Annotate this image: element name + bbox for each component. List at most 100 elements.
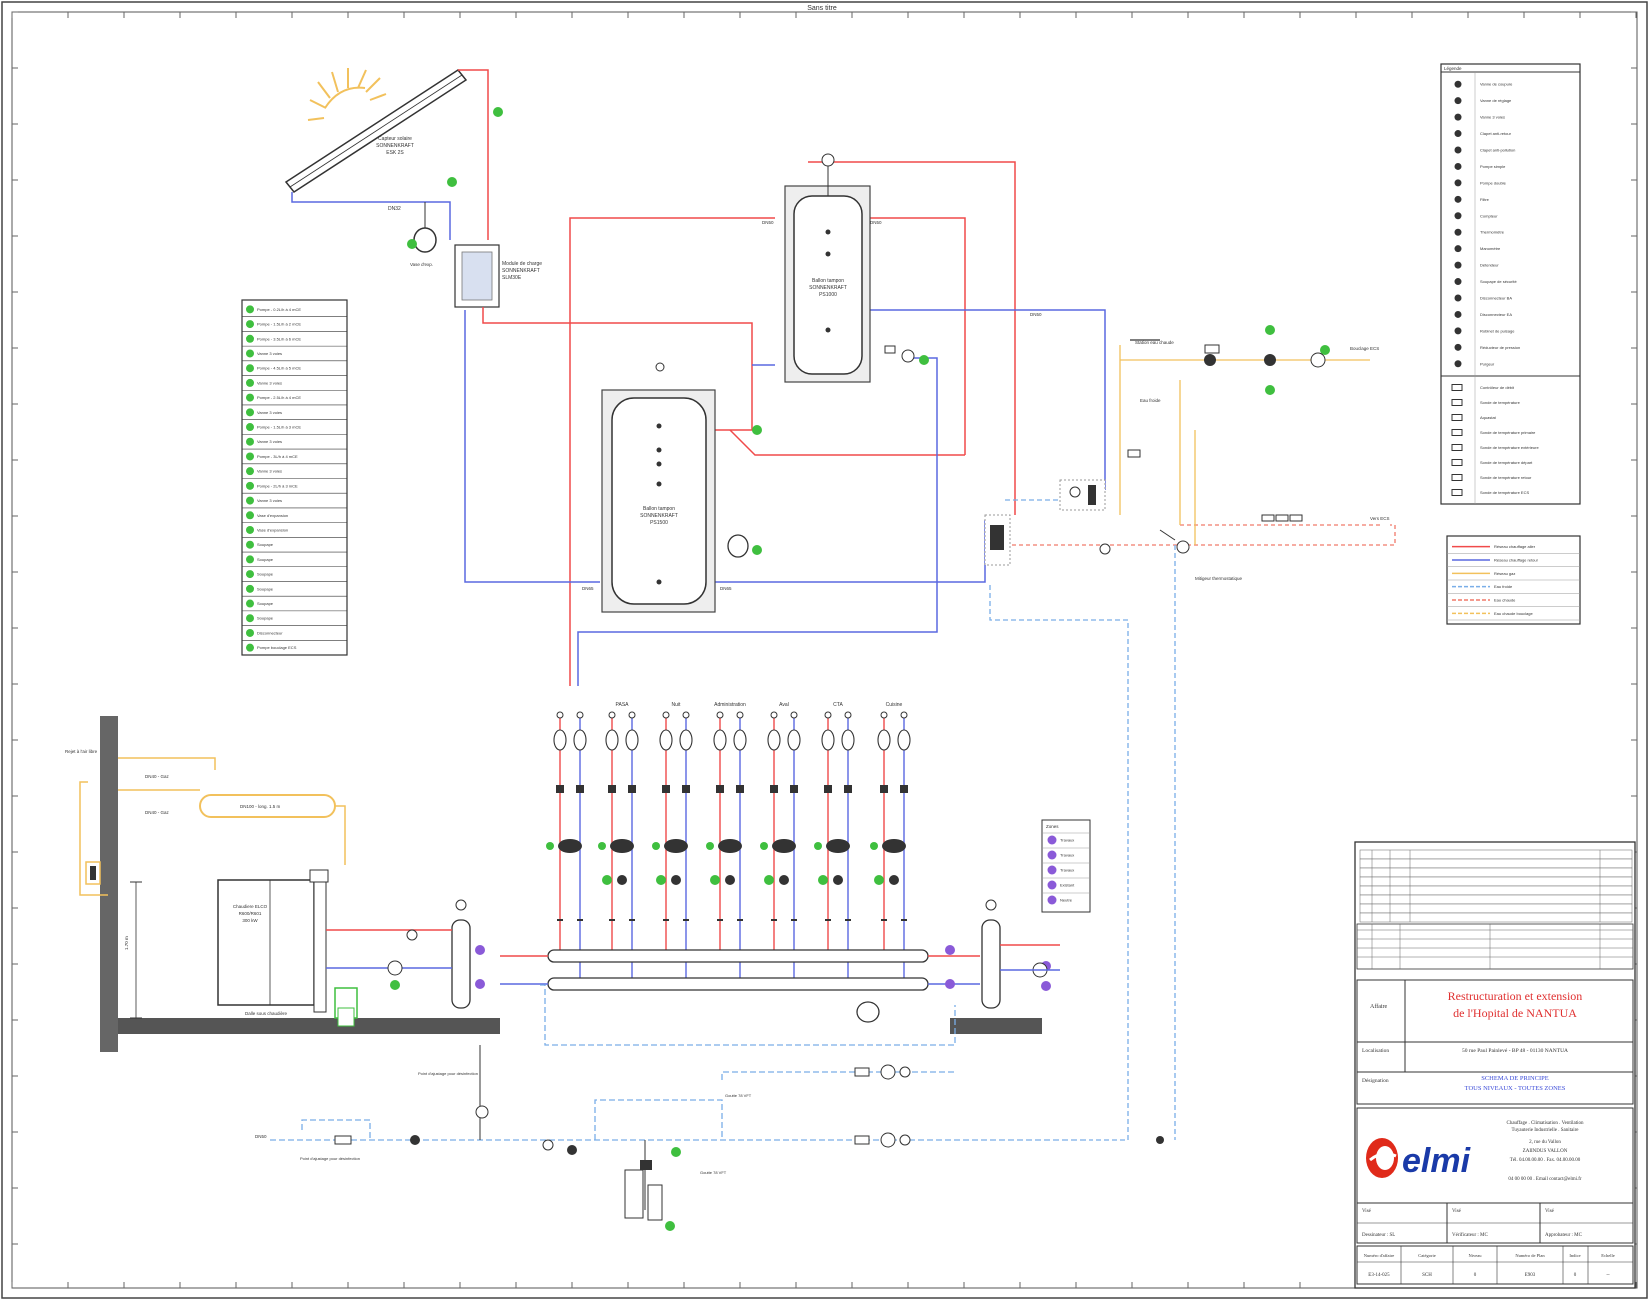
company-addr-1: 2, rue du Vallon: [1529, 1140, 1561, 1145]
zone-marker-icon: [1047, 895, 1057, 905]
footer-value-1: E3-14-025: [1368, 1273, 1390, 1278]
circuit-vent-icon: [900, 711, 908, 719]
circuit-status-icon: [814, 842, 822, 850]
circuit-valve-icon: [679, 729, 693, 751]
circuit-vent-icon: [736, 711, 744, 719]
solar-section: Capteur solaire SONNENKRAFT ESK 2S DN32 …: [284, 68, 542, 308]
zone-item-label: Neutre: [1060, 898, 1073, 903]
circuit-status-icon: [870, 842, 878, 850]
sensor-symbol-icon: [1451, 414, 1463, 421]
footer-headers: Numéro d'affaire Catégorie Niveau Numéro…: [1364, 1253, 1615, 1258]
equipment-row-label: Pompe - 1.5L/h à 3 mCE: [257, 425, 301, 430]
legend-item-label: Purgeur: [1480, 361, 1495, 366]
footer-value-5: 0: [1574, 1273, 1577, 1278]
legend-symbol-icon: [1454, 97, 1462, 105]
legend-item-label: Pompe simple: [1480, 164, 1506, 169]
tank-dn-label-5: DN65: [720, 586, 732, 591]
circuit-valve-icon: [787, 729, 801, 751]
boiler-gas-label-2: DN40 - Gaz: [145, 810, 170, 815]
solar-panel: [284, 69, 468, 193]
tank2-label-1: Ballon tampon: [643, 506, 675, 512]
company-addr-3: Tél. 04.00.00.00 . Fax. 04.00.00.00: [1510, 1158, 1581, 1163]
right-plinth: [950, 1018, 1042, 1034]
zone-marker-icon: [1047, 835, 1057, 845]
sun-icon: [307, 68, 387, 121]
circuit-valve-icon: [659, 729, 673, 751]
equipment-row-label: Pompe - 3L/h à 4 mCE: [257, 454, 298, 459]
solar-charge-module-inner: [461, 251, 493, 301]
equipment-marker-icon: [246, 481, 254, 490]
circuit-status-icon: [760, 842, 768, 850]
legend-symbol-icon: [1454, 146, 1462, 154]
line-legend-label: Eau froide: [1494, 584, 1513, 589]
circuit-thermometer-icon: [900, 785, 908, 793]
tank-dn-label-2: DN50: [870, 220, 882, 225]
circuit-pump-icon: [558, 839, 582, 853]
legend-symbol-icon: [1454, 113, 1462, 121]
boiler-chimney-label: Rejet à l'air libre: [65, 749, 98, 754]
legend-item-label: Vanne 3 voies: [1480, 115, 1505, 120]
solar-panel-label-2: SONNENKRAFT: [376, 143, 414, 149]
legend-item-label: Robinet de puisage: [1480, 328, 1515, 333]
legend-item-label: Pompe double: [1480, 180, 1507, 185]
dhw-label-ef: Eau froide: [1140, 398, 1161, 403]
heating-pipes: [464, 161, 1106, 686]
zone-marker-icon: [1047, 850, 1057, 860]
footer-header-3: Niveau: [1469, 1253, 1483, 1258]
circuit-3way-valve-icon: [671, 875, 681, 885]
circuit-thermometer-icon: [716, 785, 724, 793]
circuit-pump-icon: [718, 839, 742, 853]
tank1-label-2: SONNENKRAFT: [809, 285, 847, 291]
equipment-row-label: Soupape: [257, 557, 274, 562]
equipment-row-label: Pompe - 0.2L/h à 4 mCE: [257, 307, 301, 312]
sensor-item-label: Sonde de température primaire: [1480, 430, 1536, 435]
equipment-row-label: Pompe - 2L/h à 3 mCE: [257, 483, 298, 488]
line-legend-label: Réseau gaz: [1494, 571, 1515, 576]
boiler-floor-label: Dalle sous chaudière: [245, 1011, 288, 1016]
legend-title: Légende: [1444, 66, 1462, 71]
circuit-valve-icon: [767, 729, 781, 751]
zones-legend-title: Zones: [1046, 824, 1059, 829]
solar-expansion-label: Vase d'exp.: [410, 262, 433, 267]
company-addr-2: ZAIINDUS VALLON: [1523, 1149, 1568, 1154]
legend-item-label: Détendeur: [1480, 263, 1499, 268]
floor-slab: [118, 1018, 500, 1034]
legend-symbol-icon: [1454, 261, 1462, 269]
legend-symbol-icon: [1454, 327, 1462, 335]
buffer-tank-1: [784, 153, 871, 383]
legend-item-label: Disconnecteur EA: [1480, 312, 1512, 317]
circuit-valve-icon: [625, 729, 639, 751]
circuit-name-label: CTA: [833, 702, 843, 708]
vise-label-2: Visé: [1452, 1209, 1462, 1214]
circuit-status-icon: [546, 842, 554, 850]
circuit-thermometer-icon: [736, 785, 744, 793]
equipment-marker-icon: [246, 408, 254, 417]
circuit-thermometer-icon: [790, 785, 798, 793]
cold-water-inlet-label: DN50: [255, 1134, 267, 1139]
equipment-row-label: Soupape: [257, 601, 274, 606]
sensor-symbol-icon: [1451, 444, 1463, 451]
equipment-row-label: Pompe bouclage ECS: [257, 645, 297, 650]
equipment-row-label: Soupape: [257, 586, 274, 591]
boiler-gas-label-1: DN40 - Gaz: [145, 774, 170, 779]
circuit-thermometer-icon: [662, 785, 670, 793]
circuit-status-icon: [656, 875, 666, 885]
circuit-pump-icon: [664, 839, 688, 853]
circuit-thermometer-icon: [556, 785, 564, 793]
hydraulic-separator-left: [451, 899, 485, 1009]
solar-panel-label-3: ESK 2S: [386, 150, 404, 156]
dhw-label-mitigeur: Mitigeur thermostatique: [1195, 576, 1243, 581]
circuit-vent-icon: [716, 711, 724, 719]
company-desc-1: Chauffage . Climatisation . Ventilation: [1506, 1121, 1584, 1126]
revision-row: [1359, 894, 1633, 905]
equipment-marker-icon: [246, 305, 254, 314]
circuit-vent-icon: [880, 711, 888, 719]
legend-symbol-icon: [1454, 294, 1462, 302]
footer-header-1: Numéro d'affaire: [1364, 1253, 1395, 1258]
circuit-thermometer-icon: [576, 785, 584, 793]
cold-water-label-2: Point d'ajustage pour désinfection: [300, 1156, 360, 1161]
circuit-name-label: Administration: [714, 702, 746, 708]
localisation-label: Localisation: [1362, 1048, 1389, 1054]
